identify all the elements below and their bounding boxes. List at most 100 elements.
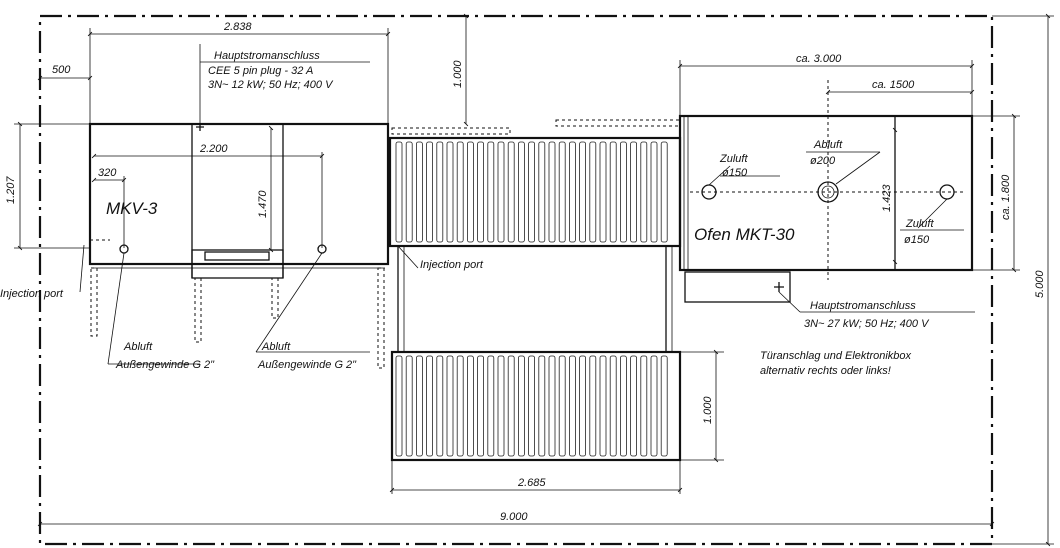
dim-oven-half: ca. 1500 [872, 79, 915, 91]
dim-oven-width: ca. 3.000 [796, 53, 842, 65]
conveyor-slat [477, 355, 485, 457]
conveyor-slat [436, 355, 444, 457]
oven-body [678, 114, 974, 272]
dim-oven-depth: ca. 1.800 [1000, 174, 1012, 220]
conveyor-slat [640, 141, 648, 243]
oven-power-line: 3N~ 27 kW; 50 Hz; 400 V [804, 318, 930, 330]
dim-offset-320: 320 [98, 167, 117, 179]
conveyor-slat [609, 355, 617, 457]
dim-conveyor-gap: 1.000 [452, 60, 464, 88]
note-door-line1: Türanschlag und Elektronikbox [760, 350, 912, 362]
mkv-injection-port: Injection port [0, 288, 64, 300]
conveyor-slat [630, 355, 637, 457]
conveyor-slat [487, 141, 495, 243]
conveyor-slat [558, 355, 566, 457]
note-door-line2: alternativ rechts oder links! [760, 365, 891, 377]
mkv-name: MKV-3 [106, 199, 158, 218]
mkv-exhaust-right-title: Abluft [261, 341, 291, 353]
oven-supply-right-title: Zuluft [905, 218, 934, 230]
oven-supply-left-size: ø150 [722, 167, 748, 179]
conveyor-slat [558, 141, 566, 243]
conveyor-slat [436, 141, 444, 243]
conveyor-slat [415, 141, 423, 243]
mkv-exhaust-right-thread: Außengewinde G 2" [257, 359, 357, 371]
conveyor-slat [569, 141, 576, 243]
conveyor-slat [650, 355, 658, 457]
mkv-power-line2: 3N~ 12 kW; 50 Hz; 400 V [208, 79, 334, 91]
conveyor-slat [579, 355, 586, 457]
oven-supply-right-size: ø150 [904, 234, 930, 246]
dim-inner-width: 2.200 [199, 143, 228, 155]
conveyor-slat [415, 355, 423, 457]
conveyor-slat [548, 355, 556, 457]
dim-mkv-depth: 1.207 [5, 176, 17, 204]
conveyor-slat [569, 355, 576, 457]
conveyor-slat [466, 355, 474, 457]
conveyor-slat [497, 141, 505, 243]
mkv-power-title: Hauptstromanschluss [214, 50, 320, 62]
mkv-body [88, 122, 390, 266]
conveyor-slat [446, 355, 454, 457]
site-boundary [38, 14, 994, 546]
conveyor-slat [589, 355, 597, 457]
dim-oven-depth-inner: 1.423 [881, 184, 893, 212]
conveyor-slat [395, 141, 403, 243]
power-connection-mkv [196, 123, 204, 131]
mkv-exhaust-left-title: Abluft [123, 341, 153, 353]
conveyor-slat [477, 141, 485, 243]
conveyor-slat [620, 141, 627, 243]
conveyor-slat [487, 355, 495, 457]
dim-conveyor-length: 2.685 [517, 477, 546, 489]
conveyor-slat [548, 141, 556, 243]
conveyor-slat [528, 141, 535, 243]
conveyor-slat [426, 355, 434, 457]
dim-mkv-width: 2.838 [223, 21, 252, 33]
conveyor-slat [660, 355, 668, 457]
conveyor-slat [405, 141, 413, 243]
conveyor-slat [518, 355, 525, 457]
conveyor-slat [466, 141, 474, 243]
dim-lower-conveyor-depth: 1.000 [702, 396, 714, 424]
mkv-exhaust-left-thread: Außengewinde G 2" [115, 359, 215, 371]
oven-name: Ofen MKT-30 [694, 225, 795, 244]
oven-supply-left-title: Zuluft [719, 153, 748, 165]
oven-power-title: Hauptstromanschluss [810, 300, 916, 312]
mkv-power-line1: CEE 5 pin plug - 32 A [208, 65, 313, 77]
conveyor-slat [589, 141, 597, 243]
oven-exhaust-size: ø200 [810, 155, 836, 167]
conveyor-slat [507, 141, 515, 243]
conveyor-slat [456, 141, 464, 243]
dim-offset-500: 500 [52, 64, 71, 76]
conveyor-slat [599, 355, 607, 457]
power-connection-oven [774, 282, 784, 292]
conveyor-upper [388, 119, 682, 248]
conveyor-slat [609, 141, 617, 243]
oven-exhaust-title: Abluft [813, 139, 843, 151]
conveyor-slat [405, 355, 413, 457]
conveyor-slat [538, 355, 546, 457]
conveyor-lower [390, 350, 682, 462]
conveyor-slat [630, 141, 637, 243]
conveyor-slat [497, 355, 505, 457]
mkv-unit [88, 122, 390, 369]
conveyor-slat [518, 141, 525, 243]
conveyor-slat [579, 141, 586, 243]
conveyor-slat [660, 141, 668, 243]
conveyor-slat [640, 355, 648, 457]
conveyor-slat [446, 141, 454, 243]
oven-unit [678, 80, 974, 303]
conveyor-slat [538, 141, 546, 243]
dim-mkv-inner-depth: 1.470 [257, 190, 269, 218]
conveyor-slat [620, 355, 627, 457]
conveyor-slat [507, 355, 515, 457]
conveyor-slat [395, 355, 403, 457]
conveyor-slat [528, 355, 535, 457]
electronics-box [684, 271, 791, 303]
dim-total-width: 9.000 [500, 511, 528, 523]
conveyor-injection-port: Injection port [420, 259, 484, 271]
conveyor-slat [456, 355, 464, 457]
conveyor-slat [650, 141, 658, 243]
conveyor-slat [599, 141, 607, 243]
conveyor-slat [426, 141, 434, 243]
